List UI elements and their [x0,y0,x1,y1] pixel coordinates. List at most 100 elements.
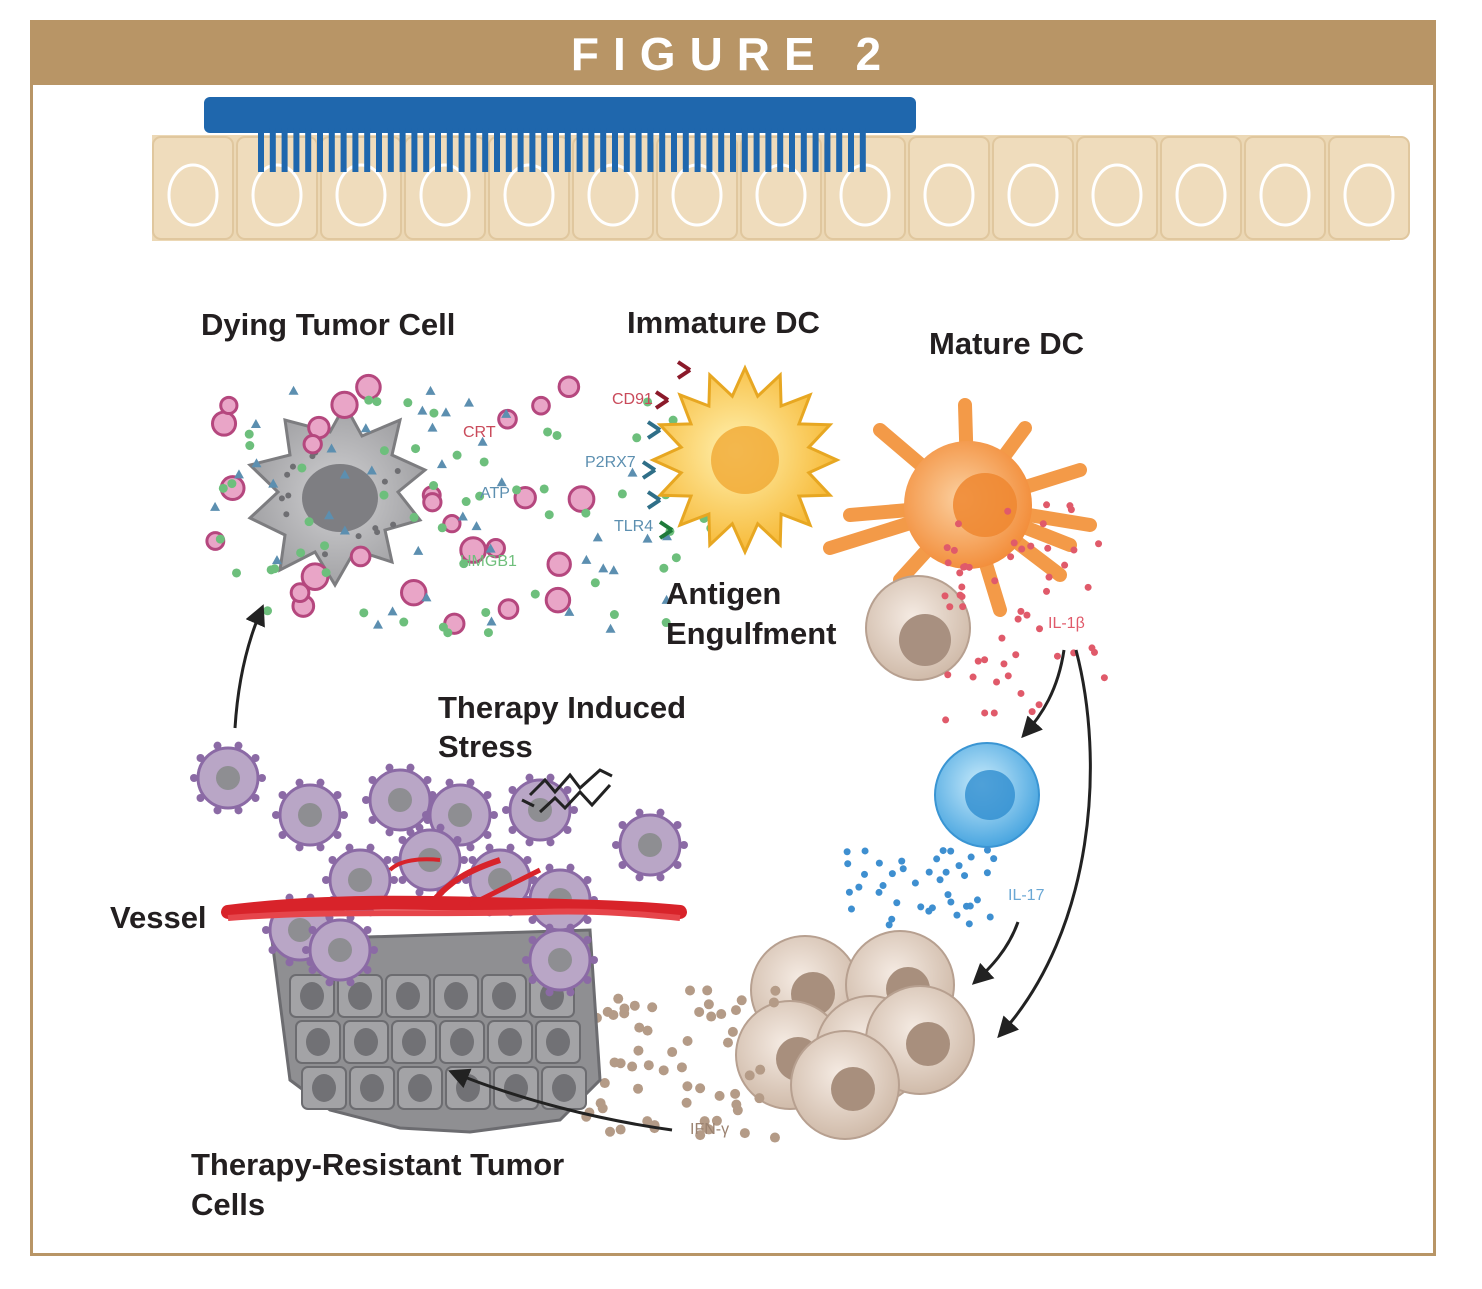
ifng-dot [595,1098,606,1109]
purple-cell-nucleus [288,918,312,942]
crt-bleb [355,373,382,401]
surface-bleb [546,773,555,782]
resistant-cells-label-line2: Cells [191,1187,266,1222]
surface-bleb [398,836,407,845]
surface-bleb [563,786,572,795]
surface-bleb [508,786,517,795]
epithelial-nucleus [503,163,555,227]
atp-triangle [288,385,299,395]
hmgb1-dot [364,395,374,405]
ifng-dot [658,1065,669,1076]
surface-bleb [302,946,310,954]
surface-bleb [656,808,665,817]
bar-tooth [458,128,465,172]
surface-bleb [385,828,394,837]
il17-dot [899,865,907,873]
bar-tooth [682,128,689,172]
il17-dot [966,902,974,910]
tumor-nucleus [492,982,516,1010]
bar-tooth [694,128,701,172]
surface-bleb [583,876,592,885]
crt-bleb [422,492,443,513]
il17-dot [933,855,941,863]
therapy-stress-label-line1: Therapy Induced [438,690,687,725]
surface-bleb [590,956,598,964]
atp-triangle [485,543,496,553]
il17-dot [947,898,955,906]
surface-bleb [635,873,644,882]
bar-tooth [446,128,453,172]
hmgb1-dot [359,608,369,618]
ifng-dot [633,1045,644,1056]
hmgb1-dot [232,568,242,578]
surface-bleb [385,763,394,772]
hmgb1-dot [296,548,306,558]
atp-triangle [425,385,436,395]
crt-bleb [544,586,572,614]
il17-dot [847,905,855,913]
il17-dot [875,888,883,896]
bar-tooth [659,128,666,172]
ifng-dot [706,1011,717,1022]
receptor-icon [658,520,674,540]
il1b-dot [1053,652,1061,660]
epithelial-nucleus [1175,163,1227,227]
purple-cell-nucleus [298,803,322,827]
il1b-dot [950,546,958,554]
hmgb1-dot [543,427,553,437]
crt-bleb [349,545,372,568]
surface-bleb [528,876,537,885]
il17-dot [983,869,991,877]
il1b-dot [1000,660,1008,668]
epithelial-nucleus [1343,163,1395,227]
il1b-dot [956,591,964,599]
surface-bleb [483,791,492,800]
hmgb1-dot [263,606,273,616]
organelle [283,511,290,518]
il17-dot [855,883,863,891]
ifng-dot [629,1000,640,1011]
il1b-dot [1043,587,1051,595]
bar-tooth [340,128,347,172]
bar-tooth [317,128,323,172]
p2rx7-label: P2RX7 [585,454,636,471]
organelle [374,529,381,536]
bar-tooth [258,128,264,172]
il1b-dot [960,563,968,571]
atp-triangle [251,458,262,468]
hmgb1-dot [411,444,421,454]
ifng-dot [613,993,624,1004]
il17-dot [925,907,933,915]
il1b-dot [965,563,973,571]
hmgb1-dot [479,457,489,467]
il17-dot [986,913,994,921]
dc-receptors [641,360,692,540]
atp-triangle [581,554,592,564]
surface-bleb [612,841,620,849]
il1b-dot [1084,583,1092,591]
ifng-dot [619,1008,630,1019]
il1b-dot [998,634,1006,642]
il1b-dot [991,577,999,585]
atp-triangle [360,423,371,433]
tumor-nucleus [444,982,468,1010]
il1b-label: IL-1β [1048,615,1085,632]
atp-triangle [233,469,244,479]
surface-bleb [363,965,372,974]
il1b-dot [1039,520,1047,528]
epithelial-nucleus [419,163,471,227]
surface-bleb [680,841,688,849]
hmgb1-dot [609,610,619,620]
tumor-nucleus [408,1074,432,1102]
surface-bleb [196,754,205,763]
atp-triangle [605,623,616,633]
il17-dot [967,853,975,861]
bar-tooth [517,128,524,172]
hmgb1-dot [452,450,462,460]
il1b-dot [942,716,950,724]
surface-bleb [278,830,287,839]
il1b-dot [1010,539,1018,547]
th17-cell [934,742,1040,848]
il1b-dot [1014,615,1022,623]
crt-bleb [546,551,572,577]
